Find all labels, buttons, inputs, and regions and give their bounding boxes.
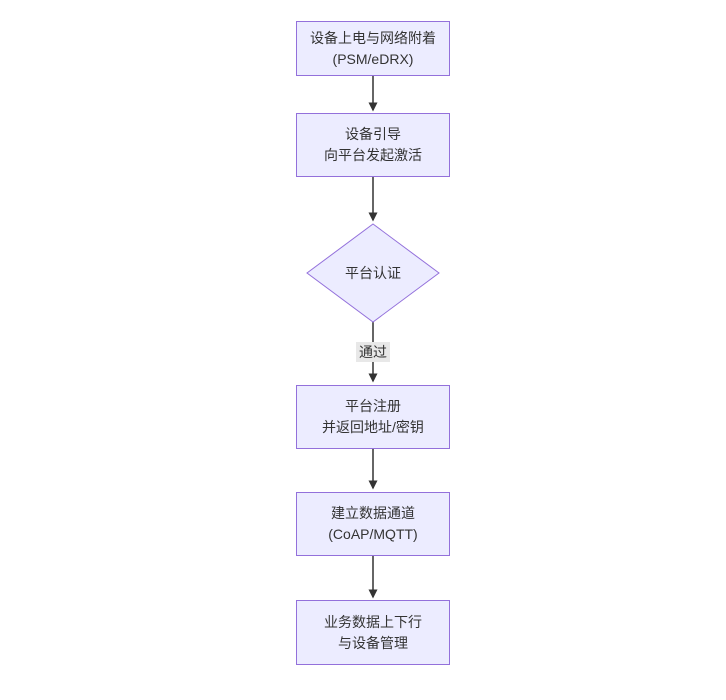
- node-label-line: 建立数据通道: [331, 505, 415, 521]
- node-label-line: (PSM/eDRX): [332, 50, 414, 67]
- node-label-line: 与设备管理: [338, 634, 408, 651]
- node-platform-register: 平台注册 并返回地址/密钥: [296, 385, 450, 449]
- node-label-line: 业务数据上下行: [324, 613, 422, 630]
- node-device-power-attach: 设备上电与网络附着 (PSM/eDRX): [296, 21, 450, 76]
- edge-label-pass: 通过: [356, 342, 390, 362]
- node-business-data: 业务数据上下行 与设备管理: [296, 600, 450, 665]
- node-data-channel: 建立数据通道 (CoAP/MQTT): [296, 492, 450, 556]
- node-device-bootstrap: 设备引导 向平台发起激活: [296, 113, 450, 177]
- node-label-line: 设备引导: [345, 126, 401, 142]
- node-label-line: 向平台发起激活: [324, 147, 422, 163]
- node-label-line: 平台注册: [345, 398, 401, 414]
- node-label-line: (CoAP/MQTT): [328, 526, 418, 542]
- node-platform-auth-label: 平台认证: [345, 265, 401, 281]
- decision-diamond-shape: [306, 223, 440, 323]
- node-label-line: 并返回地址/密钥: [322, 419, 424, 435]
- node-label-line: 设备上电与网络附着: [310, 29, 436, 46]
